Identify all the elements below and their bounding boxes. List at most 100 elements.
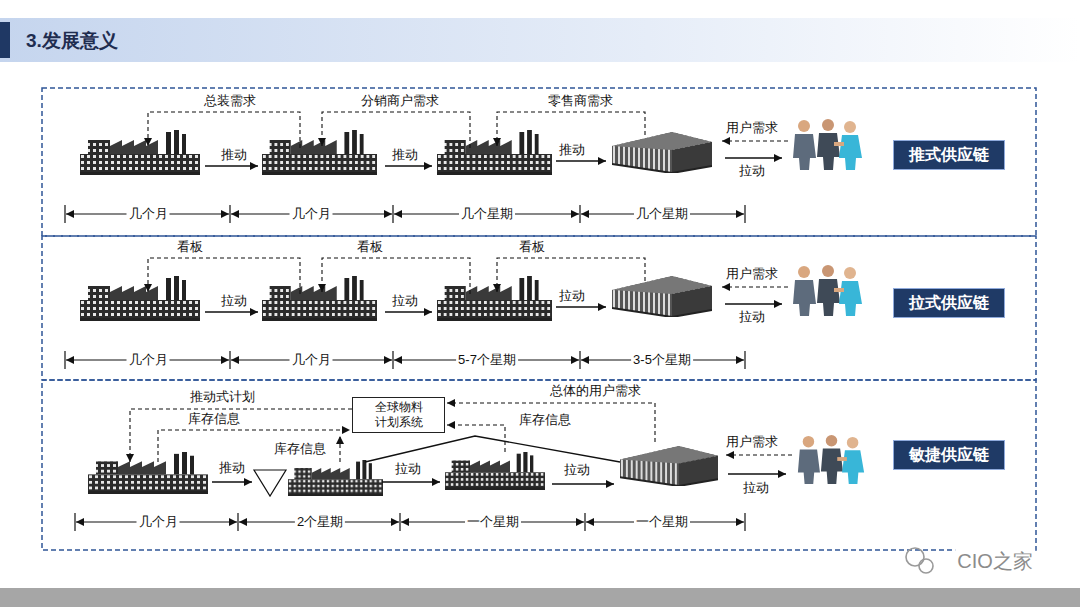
header-marker bbox=[0, 22, 10, 58]
drawing-part bbox=[445, 452, 545, 490]
flow-label: 一个星期 bbox=[634, 514, 690, 530]
flow-label: 5-7个星期 bbox=[456, 352, 518, 368]
watermark-icon bbox=[906, 548, 933, 573]
drawing-part bbox=[556, 160, 606, 161]
flow-label: 用户需求 bbox=[724, 266, 780, 282]
flow-label: 拉动 bbox=[393, 461, 423, 477]
drawing-part bbox=[722, 286, 788, 287]
timeline-tick bbox=[64, 205, 65, 223]
timeline-tick bbox=[579, 205, 580, 223]
drawing-part bbox=[437, 130, 552, 175]
timeline-tick bbox=[64, 351, 65, 369]
timeline-tick bbox=[579, 351, 580, 369]
footer-bar bbox=[0, 588, 1080, 607]
flow-label: 推动式计划 bbox=[188, 389, 257, 405]
drawing-part bbox=[919, 559, 933, 573]
drawing-part bbox=[798, 435, 864, 484]
drawing-part bbox=[80, 276, 200, 321]
drawing-part bbox=[288, 460, 383, 496]
drawing-part bbox=[620, 446, 718, 486]
flow-label: 总装需求 bbox=[202, 93, 258, 109]
info-line bbox=[130, 112, 792, 462]
drawing-part bbox=[497, 258, 645, 292]
drawing-part bbox=[42, 236, 1036, 380]
drawing-part bbox=[726, 454, 792, 455]
flow-label: 拉动 bbox=[390, 293, 420, 309]
flow-label: 拉动 bbox=[737, 309, 767, 325]
drawing-part bbox=[906, 548, 924, 566]
drawing-part bbox=[322, 112, 470, 148]
timeline-tick bbox=[744, 351, 745, 369]
flow-label: 推动 bbox=[217, 460, 247, 476]
drawing-part bbox=[725, 157, 782, 158]
flow-label: 推动 bbox=[390, 147, 420, 163]
drawing-part bbox=[158, 430, 350, 462]
flow-label: 用户需求 bbox=[724, 434, 780, 450]
timeline-tick bbox=[744, 513, 745, 531]
watermark: CIO之家 bbox=[955, 549, 1035, 573]
timeline-tick bbox=[74, 513, 75, 531]
timeline-tick bbox=[392, 351, 393, 369]
flow-label: 几个星期 bbox=[634, 206, 690, 222]
drawing-part bbox=[722, 140, 788, 141]
timeline-tick bbox=[229, 205, 230, 223]
flow-label: 零售商需求 bbox=[546, 93, 615, 109]
drawing-part bbox=[793, 265, 862, 316]
flow-label: 推动 bbox=[557, 142, 587, 158]
drawing-part bbox=[385, 165, 432, 166]
flow-label: 用户需求 bbox=[724, 120, 780, 136]
drawing-part bbox=[42, 88, 1036, 236]
flow-label: 几个月 bbox=[290, 352, 333, 368]
flow-label: 一个星期 bbox=[465, 514, 521, 530]
drawing-part bbox=[385, 311, 432, 312]
flow-label: 看板 bbox=[175, 239, 205, 255]
flow-label: 几个月 bbox=[290, 206, 333, 222]
drawing-part bbox=[437, 276, 552, 321]
drawing-part bbox=[728, 473, 786, 474]
drawing-part bbox=[497, 112, 645, 146]
panel-frame bbox=[42, 88, 1036, 550]
drawing-part bbox=[447, 403, 655, 442]
timeline-tick bbox=[399, 513, 400, 531]
box-text: 全球物料 计划系统 bbox=[371, 400, 427, 430]
chain-label-box: 推式供应链 bbox=[893, 140, 1005, 170]
drawing-part bbox=[552, 483, 614, 484]
flow-label: 推动 bbox=[219, 147, 249, 163]
box-text: 拉式供应链 bbox=[909, 293, 989, 314]
flow-arrow bbox=[205, 158, 786, 484]
drawing-part bbox=[725, 303, 782, 304]
drawing-part bbox=[262, 276, 377, 321]
flow-label: 拉动 bbox=[562, 462, 592, 478]
flow-label: 拉动 bbox=[741, 480, 771, 496]
flow-label: 库存信息 bbox=[186, 411, 242, 427]
flow-label: 库存信息 bbox=[272, 441, 328, 457]
buildings bbox=[80, 119, 864, 496]
box-text: 推式供应链 bbox=[909, 145, 989, 166]
chain-label-box: 敏捷供应链 bbox=[893, 440, 1005, 470]
flow-label: 分销商户需求 bbox=[359, 93, 441, 109]
drawing-part bbox=[612, 276, 712, 317]
flow-label: 2个星期 bbox=[295, 514, 345, 530]
drawing-part bbox=[339, 436, 340, 462]
system-box: 全球物料 计划系统 bbox=[352, 397, 445, 433]
drawing-part bbox=[130, 409, 352, 462]
timeline-tick bbox=[229, 351, 230, 369]
flow-label: 拉动 bbox=[737, 163, 767, 179]
flow-label: 拉动 bbox=[219, 293, 249, 309]
flow-label: 几个月 bbox=[137, 514, 180, 530]
timeline-tick bbox=[392, 205, 393, 223]
drawing-part bbox=[262, 130, 377, 175]
chain-label-box: 拉式供应链 bbox=[893, 288, 1005, 318]
drawing-part bbox=[80, 130, 200, 175]
flow-label: 拉动 bbox=[557, 288, 587, 304]
drawing-part bbox=[556, 306, 606, 307]
box-text: 敏捷供应链 bbox=[909, 445, 989, 466]
timeline-tick bbox=[584, 513, 585, 531]
drawing-part bbox=[382, 481, 440, 482]
flow-label: 几个星期 bbox=[459, 206, 515, 222]
flow-label: 看板 bbox=[355, 239, 385, 255]
flow-label: 总体的用户需求 bbox=[548, 383, 643, 399]
page-title: 3.发展意义 bbox=[26, 28, 118, 54]
drawing-part bbox=[205, 311, 258, 312]
flow-label: 几个月 bbox=[127, 352, 170, 368]
